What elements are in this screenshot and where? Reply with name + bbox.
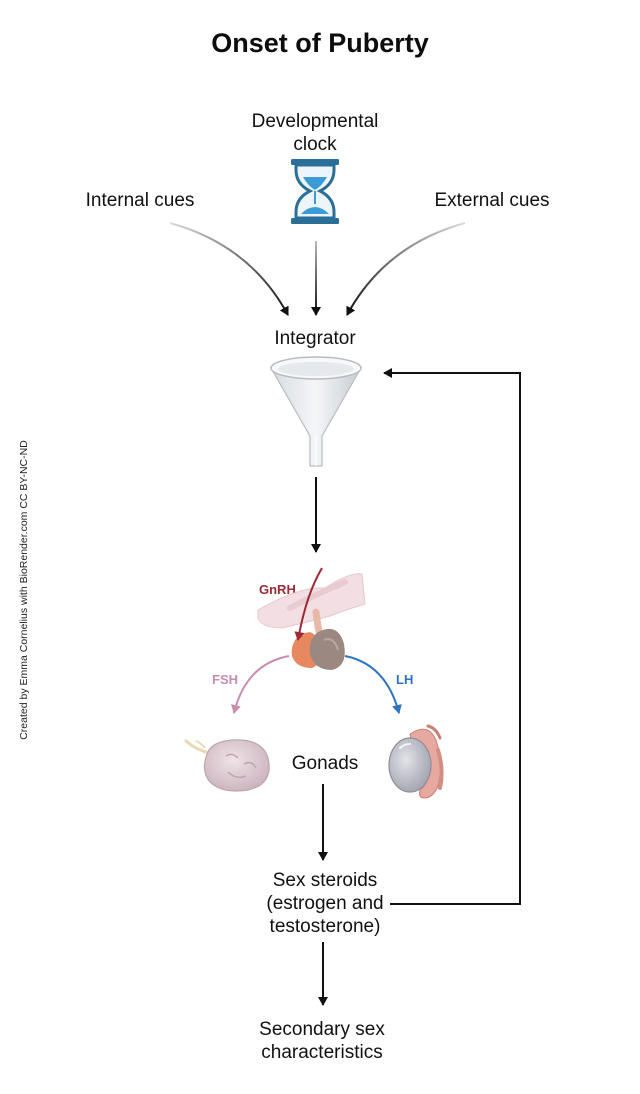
secondary-line2: characteristics — [261, 1042, 383, 1063]
sex-steroids-line2: (estrogen and — [266, 893, 384, 914]
sex-steroids-label: Sex steroids (estrogen and testosterone) — [225, 869, 425, 938]
lh-arrow — [344, 655, 402, 714]
fsh-label: FSH — [212, 672, 238, 687]
integrator-label: Integrator — [274, 328, 356, 349]
developmental-clock-line2: clock — [293, 134, 337, 155]
arrow-external-cues — [346, 222, 466, 316]
feedback-arrow — [383, 368, 521, 905]
gnrh-label: GnRH — [259, 582, 296, 597]
secondary-sex-characteristics-label: Secondary sex characteristics — [222, 1018, 422, 1064]
gnrh-arrow — [294, 567, 323, 641]
hourglass-icon — [291, 159, 339, 224]
fsh-arrow — [231, 655, 290, 714]
external-cues-label: External cues — [434, 190, 550, 211]
testis-icon — [388, 724, 444, 799]
internal-cues-label: Internal cues — [85, 190, 195, 211]
ovary-icon — [184, 739, 270, 792]
page-title: Onset of Puberty — [211, 28, 429, 58]
lh-label: LH — [396, 672, 414, 687]
funnel-icon — [269, 356, 363, 467]
developmental-clock-label: Developmental clock — [215, 110, 415, 156]
secondary-line1: Secondary sex — [259, 1019, 385, 1040]
arrow-internal-cues — [169, 222, 289, 316]
sex-steroids-line1: Sex steroids — [272, 870, 378, 891]
hypothalamus-pituitary-icon — [257, 567, 366, 670]
gonads-label: Gonads — [291, 753, 359, 774]
sex-steroids-line3: testosterone) — [269, 916, 381, 937]
developmental-clock-line1: Developmental — [251, 111, 379, 132]
